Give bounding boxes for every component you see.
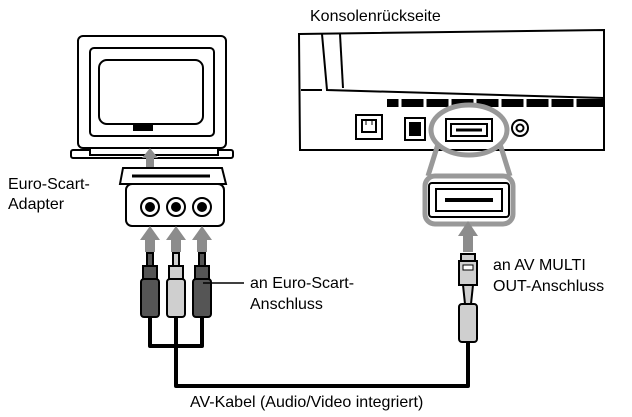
magnifier-callout [422,102,516,227]
arrow-up-icon [458,221,478,252]
av-multi-plug-icon [458,253,478,343]
console-back-label: Konsolenrückseite [310,8,441,25]
scart-connector-label-line2: Anschluss [250,296,323,313]
rca-plugs-icon [140,252,212,318]
scart-adapter-icon [118,167,228,227]
console-back-icon [297,28,605,151]
av-cable [148,317,470,388]
cable-label: AV-Kabel (Audio/Video integriert) [190,394,424,411]
av-multi-out-label-line1: an AV MULTI [493,257,586,274]
av-multi-out-label-line2: OUT-Anschluss [493,278,605,295]
arrow-up-icon [140,226,212,252]
adapter-label-line2: Adapter [8,196,65,213]
av-multi-out-port-icon [428,182,510,218]
tv-icon [70,35,234,159]
scart-connector-label-line1: an Euro-Scart- [250,275,355,292]
adapter-label-line1: Euro-Scart- [8,176,90,193]
arrow-up-icon [142,148,158,167]
